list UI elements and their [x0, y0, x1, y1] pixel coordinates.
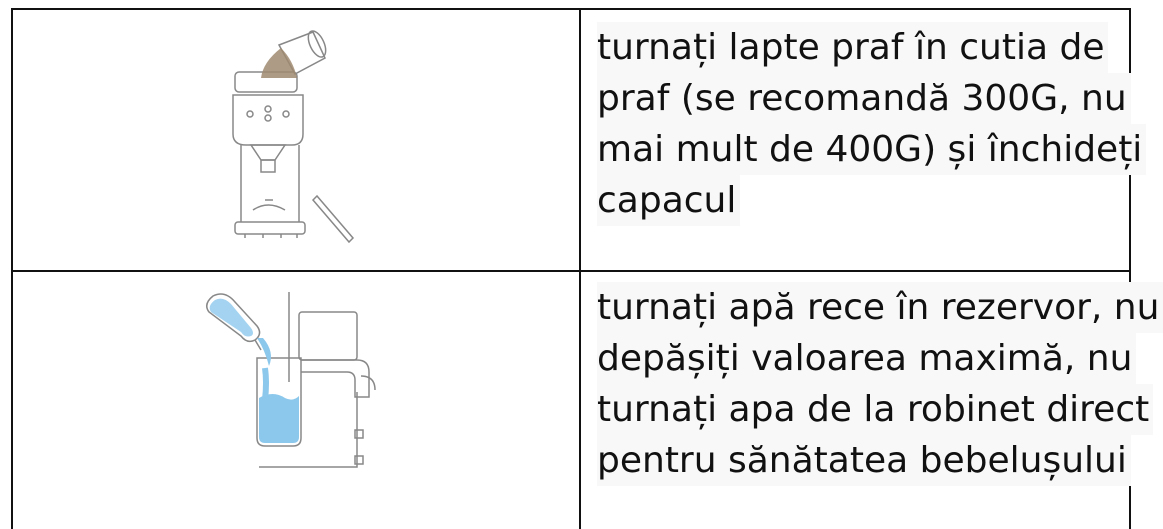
step-2-text-line-1: turnați apă rece în rezervor, nu: [597, 282, 1163, 333]
table-border-top: [11, 8, 1131, 10]
step-2-image-cell: [13, 272, 579, 529]
instruction-table: turnați lapte praf în cutia de praf (se …: [11, 8, 1163, 529]
step-2-text-cell: turnați apă rece în rezervor, nu depășiț…: [597, 282, 1163, 486]
step-1-text-line-4: capacul: [597, 175, 741, 226]
step-2-text-line-2: depășiți valoarea maximă, nu: [597, 333, 1137, 384]
water-tank-illustration: [206, 292, 376, 468]
step-1-image-cell: [13, 10, 579, 270]
powder-machine-illustration: [232, 30, 355, 244]
table-row-divider: [11, 270, 1131, 272]
table-border-left: [11, 8, 13, 529]
table-column-divider: [579, 8, 581, 529]
step-1-text-line-3: mai mult de 400G) și închideți: [597, 124, 1147, 175]
step-1-text-line-1: turnați lapte praf în cutia de: [597, 22, 1109, 73]
step-1-text-cell: turnați lapte praf în cutia de praf (se …: [597, 22, 1147, 226]
step-2-text-line-3: turnați apa de la robinet direct: [597, 384, 1154, 435]
table-border-right: [1129, 8, 1131, 529]
step-2-text-line-4: pentru sănătatea bebelușului: [597, 435, 1131, 486]
step-1-text-line-2: praf (se recomandă 300G, nu: [597, 73, 1131, 124]
